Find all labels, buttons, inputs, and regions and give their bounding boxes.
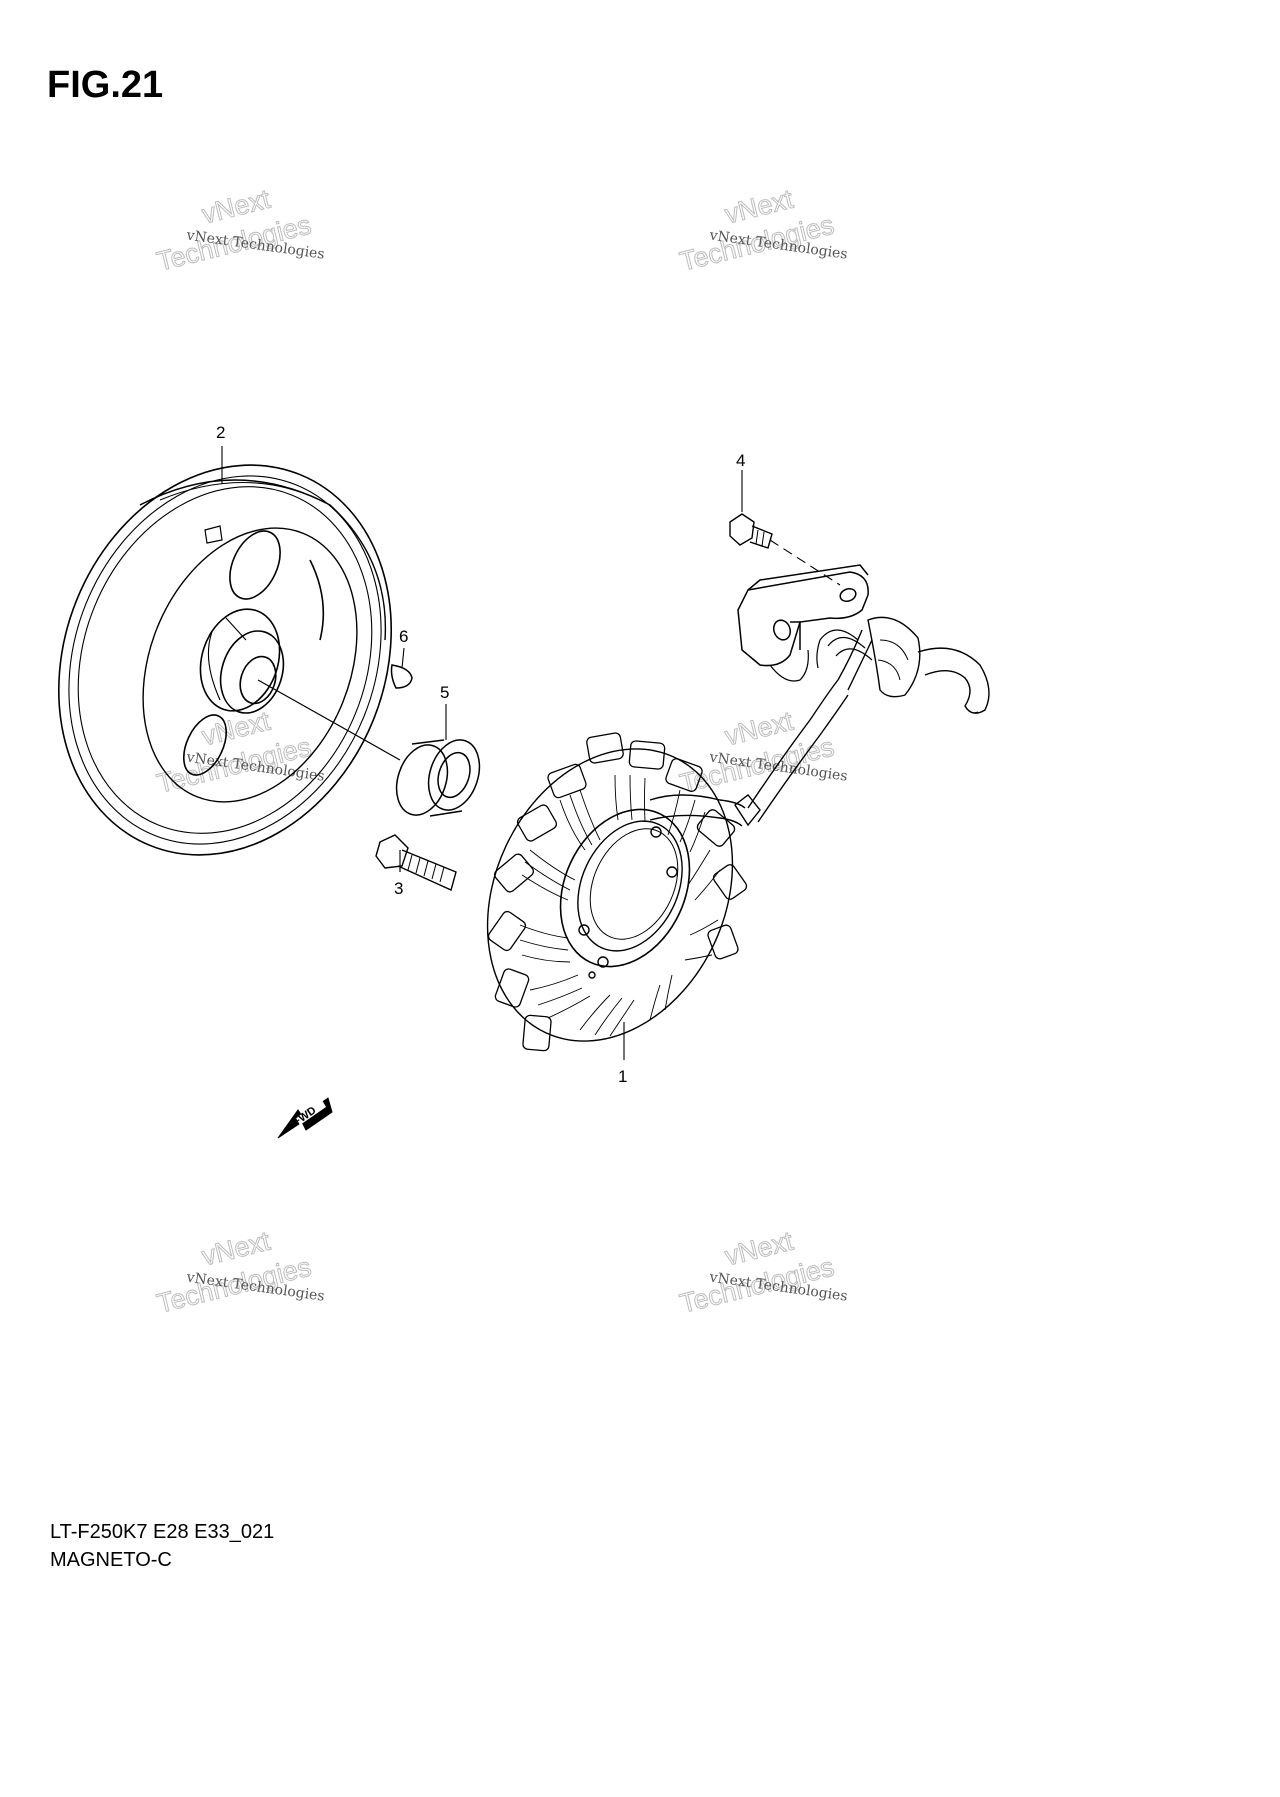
watermark-mid-right: vNext Technologies vNext Technologies (676, 705, 848, 799)
flywheel-rotor (58, 464, 401, 856)
woodruff-key (390, 664, 413, 689)
stator-coil (486, 732, 748, 1052)
watermark-top-right: vNext Technologies vNext Technologies (676, 183, 848, 277)
callout-1: 1 (618, 1067, 627, 1086)
pickup-screw (729, 513, 773, 549)
stator-windings (519, 774, 721, 1037)
fwd-arrow-icon: FWD (277, 1097, 333, 1139)
pickup-coil (737, 539, 869, 682)
figure-title: FIG.21 (47, 64, 164, 106)
figure-name: MAGNETO-C (50, 1549, 172, 1571)
callout-6: 6 (399, 627, 408, 646)
wiring-harness (649, 616, 990, 827)
callout-4: 4 (736, 451, 745, 470)
leader-6 (401, 647, 405, 669)
hex-bolt (375, 834, 457, 891)
watermark-top-left: vNext Technologies vNext Technologies (153, 183, 325, 277)
leader-lines (221, 446, 743, 1060)
stator-poles (487, 732, 748, 1052)
collar-bearing (395, 739, 481, 817)
watermark-bottom-left: vNext Technologies vNext Technologies (153, 1225, 325, 1319)
callout-3: 3 (394, 879, 403, 898)
figure-code: LT-F250K7 E28 E33_021 (50, 1521, 275, 1543)
callout-5: 5 (440, 683, 449, 702)
callout-2: 2 (216, 423, 225, 442)
watermark-mid-left: vNext Technologies vNext Technologies (153, 705, 325, 799)
watermark-bottom-right: vNext Technologies vNext Technologies (676, 1225, 848, 1319)
